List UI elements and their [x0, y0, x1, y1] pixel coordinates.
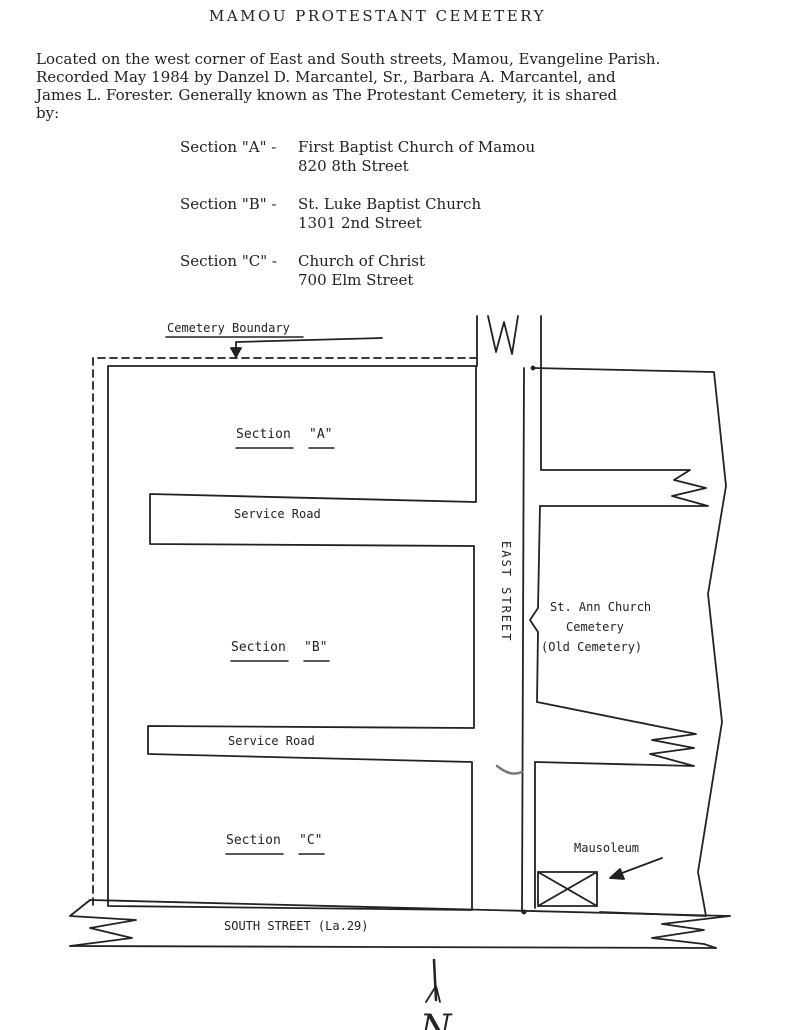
service-road-label: Service Road [228, 734, 315, 748]
cemetery-boundary-label: Cemetery Boundary [167, 321, 290, 335]
south-street-north-edge [89, 899, 731, 917]
arrow-icon [609, 868, 625, 880]
intro-line: by: [36, 104, 60, 122]
east-street-west-edge [476, 315, 525, 913]
intro-paragraph: Located on the west corner of East and S… [36, 50, 771, 122]
section-label: Section "C" - [180, 252, 277, 270]
cemetery-boundary-line [92, 357, 478, 906]
arrow-icon [230, 347, 242, 358]
north-arrow-icon [425, 958, 441, 1003]
cemetery-map: Cemetery Boundary Section "A" Section "B… [69, 315, 731, 1030]
east-street-east-edge [529, 315, 542, 909]
st-ann-label-line: Cemetery [566, 620, 624, 634]
service-road-label: Service Road [234, 507, 321, 521]
st-ann-label-line: (Old Cemetery) [541, 640, 642, 654]
street-break-icon [487, 315, 519, 355]
cemetery-break-icon [534, 701, 697, 767]
section-label: Section "A" - [180, 138, 277, 156]
section-c-entry: Section "C" - Church of Christ 700 Elm St… [180, 252, 425, 290]
boundary-leader-line [235, 337, 383, 355]
st-ann-cemetery-outline [532, 367, 727, 917]
section-b-letter: "B" [304, 640, 327, 655]
section-a-label: Section [236, 427, 291, 442]
church-name: First Baptist Church of Mamou [298, 138, 536, 156]
cemetery-break-icon [539, 469, 709, 507]
section-c-letter: "C" [299, 833, 322, 848]
intro-line: James L. Forester. Generally known as Th… [36, 86, 618, 104]
church-name: Church of Christ [298, 252, 425, 270]
st-ann-label-line: St. Ann Church [550, 600, 651, 614]
church-address: 700 Elm Street [298, 271, 414, 289]
page-title: MAMOU PROTESTANT CEMETERY [208, 7, 546, 25]
church-name: St. Luke Baptist Church [298, 195, 482, 213]
section-a-entry: Section "A" - First Baptist Church of Mam… [180, 138, 535, 176]
church-address: 820 8th Street [298, 157, 409, 175]
north-letter: N [419, 1008, 453, 1030]
section-label: Section "B" - [180, 195, 277, 213]
mausoleum-cross-icon [537, 871, 598, 907]
section-c-label: Section [226, 833, 281, 848]
mausoleum-label: Mausoleum [574, 841, 639, 855]
south-street-label: SOUTH STREET (La.29) [224, 919, 369, 933]
intro-line: Located on the west corner of East and S… [36, 50, 661, 68]
section-a-letter: "A" [309, 427, 332, 442]
south-street-south-edge [69, 945, 717, 949]
section-b-entry: Section "B" - St. Luke Baptist Church 130… [180, 195, 481, 233]
church-address: 1301 2nd Street [298, 214, 422, 232]
mausoleum-box [537, 871, 598, 907]
pen-mark [495, 764, 524, 775]
east-street-label: EAST STREET [499, 541, 513, 642]
intro-line: Recorded May 1984 by Danzel D. Marcantel… [36, 68, 616, 86]
section-b-label: Section [231, 640, 286, 655]
street-break-icon [651, 915, 731, 949]
street-break-icon [69, 899, 137, 947]
